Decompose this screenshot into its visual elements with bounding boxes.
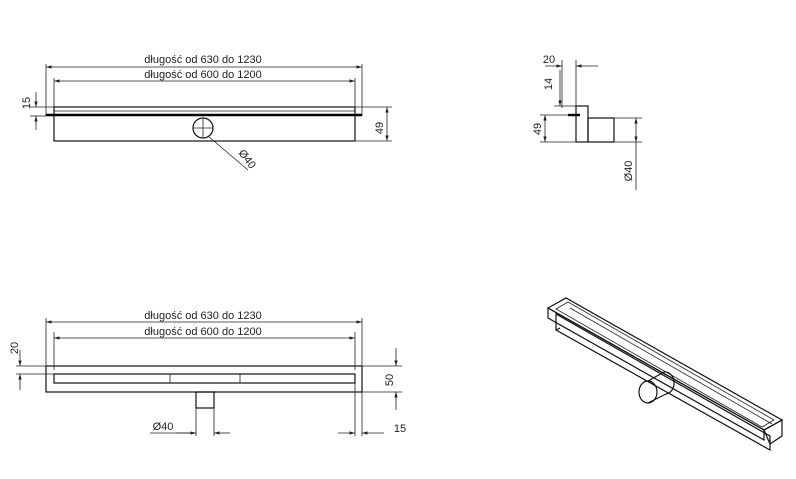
front-channel-body [45, 365, 363, 393]
side-width-label: 20 [543, 54, 555, 66]
front-flange-label: 20 [9, 342, 21, 354]
side-channel-body [575, 105, 589, 143]
front-view: długość od 630 do 1230 długość od 600 do… [9, 310, 406, 436]
front-pipe-diameter-label: Ø40 [153, 421, 174, 433]
front-inner-length-label: długość od 600 do 1200 [144, 326, 261, 338]
top-height-label: 49 [374, 122, 386, 134]
front-grate [53, 373, 356, 384]
top-pipe-diameter-label: Ø40 [236, 147, 258, 171]
side-view: 20 14 49 Ø40 [532, 54, 642, 190]
front-outer-length-label: długość od 630 do 1230 [144, 310, 261, 322]
isometric-view [546, 297, 784, 452]
top-flange-label: 15 [21, 97, 33, 109]
side-pipe-diameter-label: Ø40 [623, 161, 635, 182]
front-outlet-pipe [195, 391, 215, 409]
side-height-label: 49 [532, 123, 544, 135]
top-view: długość od 630 do 1230 długość od 600 do… [21, 54, 392, 171]
top-channel-body [53, 106, 356, 142]
side-flange-label: 14 [543, 78, 555, 90]
front-height-label: 50 [384, 374, 396, 386]
front-end-margin-label: 15 [394, 423, 406, 435]
side-pipe [587, 117, 615, 143]
top-outer-length-label: długość od 630 do 1230 [144, 54, 261, 66]
top-inner-length-label: długość od 600 do 1200 [144, 69, 261, 81]
